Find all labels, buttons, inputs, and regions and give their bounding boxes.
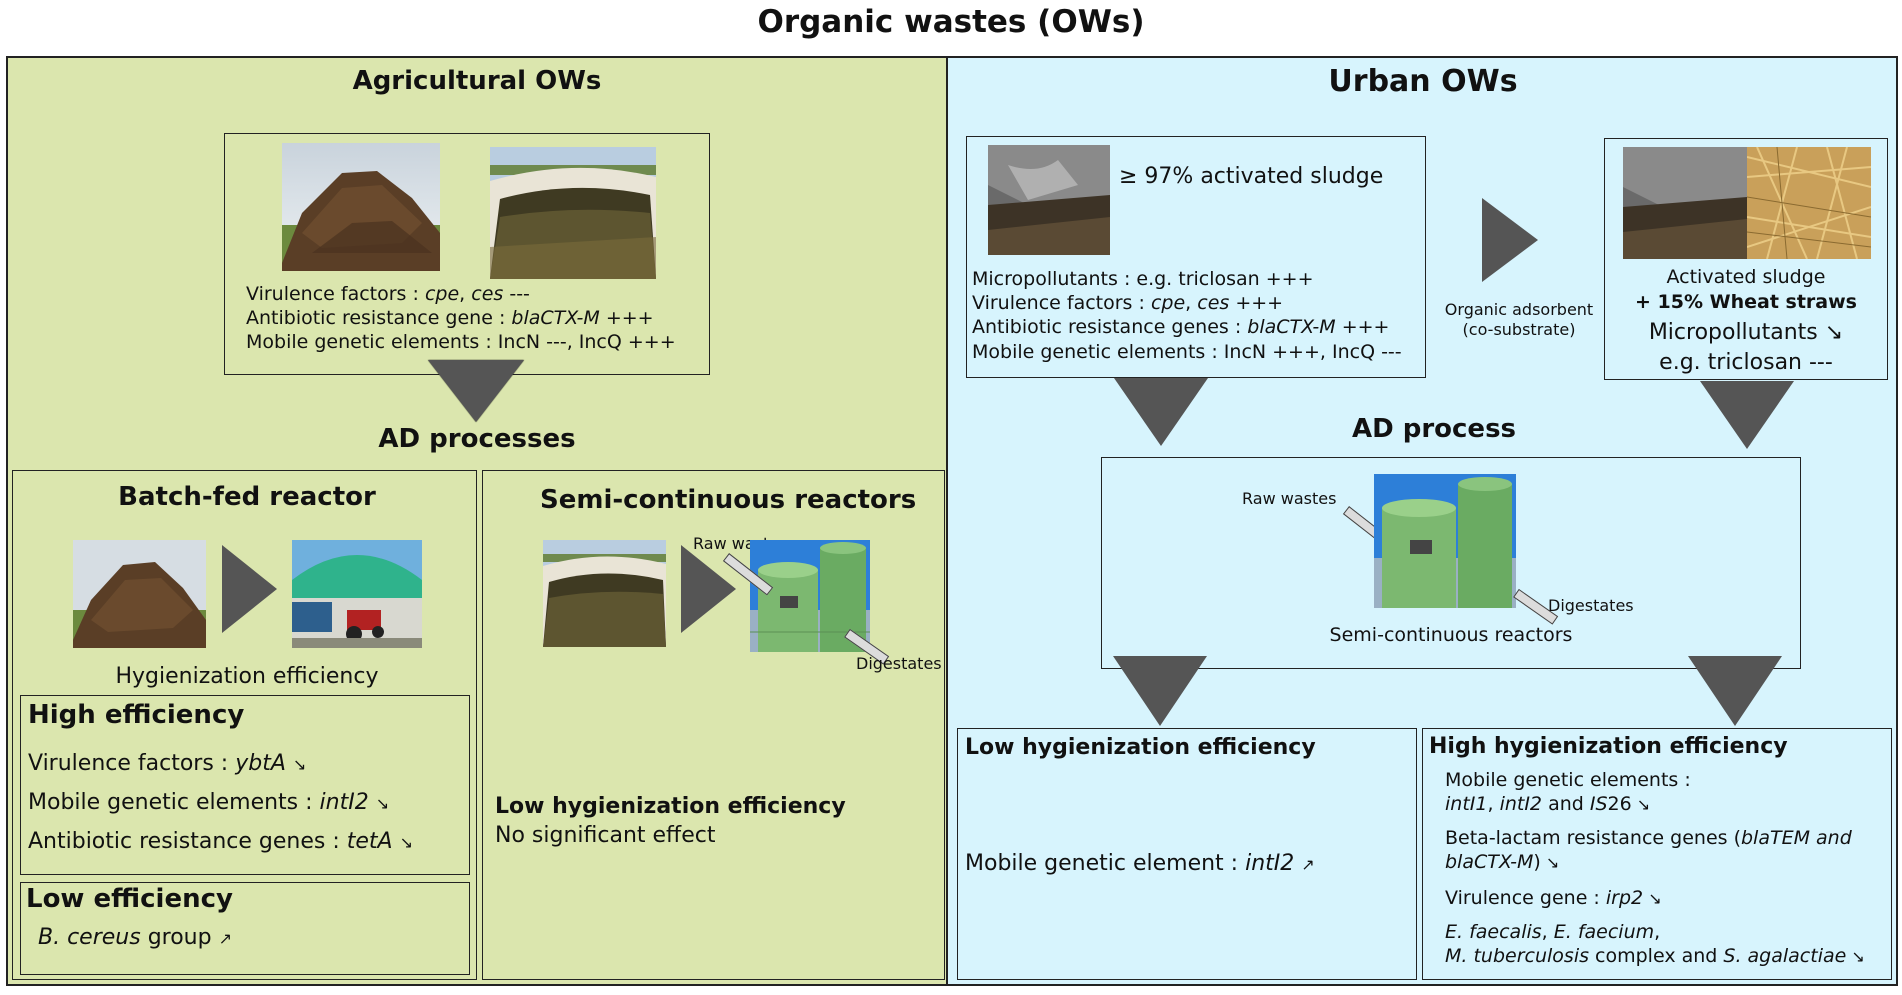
page-title: Organic wastes (OWs) [757, 4, 1145, 40]
right-triclosan-label: e.g. triclosan --- [1659, 350, 1833, 375]
agricultural-title: Agricultural OWs [352, 66, 602, 96]
sludge-photo-2 [1623, 147, 1747, 259]
urban-beta-line1: Beta-lactam resistance genes (blaTEM and [1445, 827, 1852, 849]
batch-arg-item: Antibiotic resistance genes : tetA ↘ [28, 829, 413, 854]
urban-micropollutant-line: Micropollutants : e.g. triclosan +++ [972, 268, 1314, 290]
urban-low-title: Low hygienization efficiency [965, 735, 1316, 760]
semi-continuous-box [482, 470, 945, 980]
urban-low-item: Mobile genetic element : intI2 ↗ [965, 851, 1315, 876]
urban-input-box [966, 136, 1426, 378]
low-efficiency-box [20, 882, 470, 975]
urban-cosubstrate-box [1604, 138, 1888, 380]
urban-raw-label: Raw wastes [1242, 489, 1337, 508]
batch-fed-box [12, 470, 477, 980]
urban-virulence-gene: Virulence gene : irp2 ↘ [1445, 887, 1662, 909]
semi-digest-label: Digestates [856, 654, 942, 673]
cosubstrate-label: (co-substrate) [1462, 320, 1576, 339]
triangle-arrow-icon [428, 360, 524, 422]
semi-continuous-title: Semi-continuous reactors [540, 485, 917, 515]
triangle-arrow-icon [1700, 381, 1794, 449]
urban-arg-line: Antibiotic resistance genes : blaCTX-M +… [972, 316, 1390, 338]
semi-low-text: No significant effect [495, 823, 716, 848]
agri-arg-line: Antibiotic resistance gene : blaCTX-M ++… [246, 307, 654, 329]
agri-ad-title: AD processes [378, 424, 576, 454]
urban-mge-values: intI1, intI2 and IS26 ↘ [1445, 793, 1651, 815]
triangle-arrow-icon [1482, 198, 1538, 282]
urban-mge-label: Mobile genetic elements : [1445, 769, 1691, 791]
triangle-arrow-icon [1113, 656, 1207, 726]
biogas-plant-photo [292, 540, 422, 648]
wheat-straws-label: + 15% Wheat straws [1635, 291, 1857, 313]
adsorbent-label: Organic adsorbent [1444, 300, 1594, 319]
manure-pile-photo [282, 143, 440, 271]
urban-low-box [957, 728, 1417, 980]
urban-virulence-line: Virulence factors : cpe, ces +++ [972, 292, 1284, 314]
slurry-tank-photo [490, 147, 656, 279]
wheat-straw-photo [1747, 147, 1871, 259]
urban-bacteria-line2: M. tuberculosis complex and S. agalactia… [1445, 945, 1865, 967]
urban-beta-line2: blaCTX-M) ↘ [1445, 851, 1560, 873]
batch-mge-item: Mobile genetic elements : intI2 ↘ [28, 790, 390, 815]
urban-high-title: High hygienization efficiency [1429, 734, 1788, 759]
urban-reactor-caption: Semi-continuous reactors [1329, 624, 1573, 646]
urban-ad-title: AD process [1351, 414, 1517, 444]
activated-sludge-label: Activated sludge [1666, 266, 1826, 288]
triangle-arrow-icon [1688, 656, 1782, 726]
batch-virulence-item: Virulence factors : ybtA ↘ [28, 751, 307, 776]
sludge-photo [988, 145, 1110, 255]
high-efficiency-title: High efficiency [28, 700, 245, 730]
batch-low-item: B. cereus group ↗ [38, 925, 232, 950]
low-efficiency-title: Low efficiency [26, 884, 233, 914]
manure-pile-photo-2 [73, 540, 206, 648]
batch-fed-title: Batch-fed reactor [118, 482, 376, 512]
urban-title: Urban OWs [1328, 64, 1518, 99]
digester-photo-2 [1374, 474, 1516, 608]
semi-low-title: Low hygienization efficiency [495, 794, 846, 819]
sludge-label: ≥ 97% activated sludge [1119, 164, 1384, 189]
right-micropollutants-label: Micropollutants ↘ [1648, 320, 1844, 345]
triangle-arrow-icon [222, 545, 277, 633]
urban-mge-line: Mobile genetic elements : IncN +++, IncQ… [972, 341, 1402, 363]
triangle-arrow-icon [1114, 378, 1208, 446]
agri-mge-line: Mobile genetic elements : IncN ---, IncQ… [246, 331, 676, 353]
high-efficiency-box [20, 695, 470, 875]
agricultural-panel [6, 56, 948, 986]
urban-digest-label: Digestates [1548, 596, 1634, 615]
agri-virulence-line: Virulence factors : cpe, ces --- [246, 283, 530, 305]
ad-process-box [1101, 457, 1801, 669]
urban-bacteria-line1: E. faecalis, E. faecium, [1445, 921, 1661, 943]
urban-high-box [1422, 728, 1892, 980]
hygienization-caption: Hygienization efficiency [115, 664, 379, 689]
slurry-tank-photo-2 [543, 540, 666, 647]
